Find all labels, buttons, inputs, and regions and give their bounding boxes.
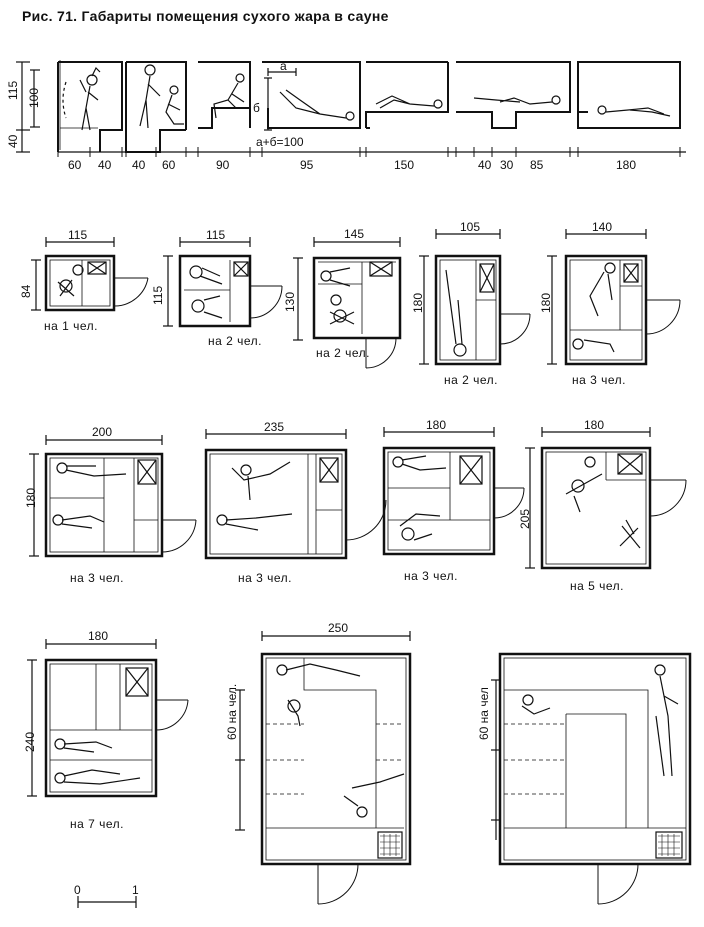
dim-40: 40 (6, 134, 20, 148)
plan-width: 105 (460, 220, 480, 234)
plan-height: 60 на чел. (225, 684, 239, 740)
plan-caption: на 7 чел. (70, 817, 124, 831)
plan-width: 140 (592, 220, 612, 234)
plan-width: 250 (328, 621, 348, 635)
scale-zero: 0 (74, 883, 81, 897)
plan-width: 180 (584, 418, 604, 432)
dim-115: 115 (6, 81, 20, 100)
plan-caption: на 2 чел. (316, 346, 370, 360)
plan-width: 180 (88, 629, 108, 643)
seg-label: 60 (162, 158, 176, 172)
plan-caption: на 5 чел. (570, 579, 624, 593)
plan-4: 105 180 на 2 чел. (411, 220, 531, 387)
plan-width: 200 (92, 425, 112, 439)
top-row-sections: 115 100 40 а б а+б=100 (6, 59, 686, 172)
plan-width: 115 (206, 228, 225, 242)
plan-width: 235 (264, 420, 284, 434)
plan-caption: на 1 чел. (44, 319, 98, 333)
plan-caption: на 3 чел. (70, 571, 124, 585)
plan-height: 130 (283, 292, 297, 312)
plan-height: 84 (19, 284, 33, 298)
plan-width: 115 (68, 228, 87, 242)
plan-2: 115 115 на 2 чел. (151, 228, 283, 348)
seg-label: 150 (394, 158, 414, 172)
seg-label: 90 (216, 158, 230, 172)
plan-5: 140 180 на 3 чел. (539, 220, 681, 387)
plan-height: 205 (518, 509, 532, 529)
plan-caption: на 2 чел. (444, 373, 498, 387)
seg-label: 60 (68, 158, 82, 172)
plan-height: 180 (539, 293, 553, 313)
plan-height: 180 (24, 488, 38, 508)
plan-9: 180 205 на 5 чел. (518, 418, 687, 593)
scale-bar: 0 1 (74, 883, 139, 908)
seg-label: 40 (478, 158, 492, 172)
plan-height: 240 (23, 732, 37, 752)
seg-label: 95 (300, 158, 314, 172)
plan-12: 60 на чел (477, 652, 692, 905)
plan-caption: на 3 чел. (238, 571, 292, 585)
annot-a: а (280, 59, 287, 73)
plan-width: 145 (344, 227, 364, 241)
seg-label: 40 (132, 158, 146, 172)
plan-caption: на 3 чел. (404, 569, 458, 583)
seg-label: 180 (616, 158, 636, 172)
plan-8: 180 на 3 чел. (382, 418, 525, 583)
plan-6: 200 180 на 3 чел. (24, 425, 197, 585)
plan-caption: на 3 чел. (572, 373, 626, 387)
plan-7: 235 на 3 чел. (204, 420, 387, 585)
seg-label: 40 (98, 158, 112, 172)
plan-width: 180 (426, 418, 446, 432)
plan-height: 180 (411, 293, 425, 313)
plan-1: 115 84 на 1 чел. (19, 228, 149, 333)
annot-formula: а+б=100 (256, 135, 304, 149)
scale-one: 1 (132, 883, 139, 897)
annot-b: б (253, 101, 260, 115)
plan-height: 115 (151, 286, 165, 305)
dim-100: 100 (27, 88, 41, 108)
seg-label: 30 (500, 158, 514, 172)
plan-3: 145 130 на 2 чел. (283, 227, 402, 369)
figure-title: Рис. 71. Габариты помещения сухого жара … (22, 8, 389, 24)
plan-11: 250 60 на чел. (225, 621, 412, 905)
plan-10: 180 240 на 7 чел. (23, 629, 189, 831)
plan-caption: на 2 чел. (208, 334, 262, 348)
plan-height: 60 на чел (477, 687, 491, 740)
seg-label: 85 (530, 158, 544, 172)
